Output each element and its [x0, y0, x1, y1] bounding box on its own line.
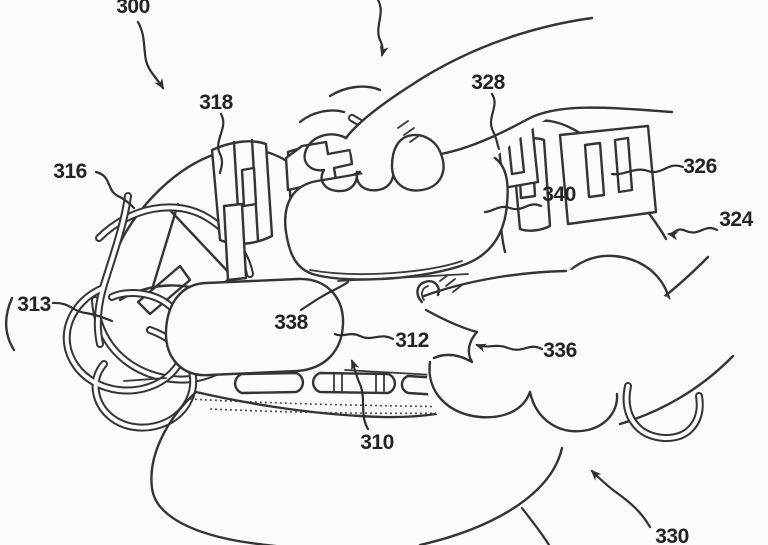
leader-340: [483, 203, 543, 214]
dome-right-contour: [418, 446, 564, 545]
leader-328: [489, 92, 501, 151]
finger-crease-3: [439, 274, 449, 282]
leader-312: [333, 332, 395, 341]
leader-336: [475, 343, 544, 353]
leader-338: [299, 280, 350, 312]
collar-right-slab: [558, 124, 658, 226]
leader-300: [136, 20, 165, 90]
hand-top-knuckle-hint-b: [328, 85, 382, 98]
hand-top-finger-1: [303, 133, 348, 172]
hand-bottom-fill: [416, 268, 734, 456]
plate-slot-a: [233, 371, 305, 395]
finger-nail-inner: [421, 285, 429, 301]
leader-310: [350, 359, 370, 431]
hand-top-crease-3: [409, 134, 421, 143]
finger-crease-1: [445, 278, 456, 287]
leader-324: [667, 226, 719, 241]
ref-label-340: 340: [542, 183, 576, 206]
leader-330: [590, 469, 652, 529]
ref-label-312: 312: [395, 329, 429, 352]
ear-pad-left-edge-arc: [5, 296, 16, 352]
plate-edge-left: [123, 377, 167, 382]
leader-318: [217, 112, 225, 175]
leader-lines: [51, 0, 719, 545]
strut-a: [166, 206, 234, 278]
ref-label-300: 300: [116, 0, 150, 18]
finger-nail: [416, 280, 440, 304]
hand-top-finger-2: [320, 168, 359, 193]
ref-label-336: 336: [543, 339, 577, 362]
cropped-arrow-top-center: [376, 0, 389, 57]
leader-326: [610, 164, 685, 176]
collar-left-slot: [240, 166, 258, 208]
hand-top-crease-1: [397, 120, 409, 129]
strut-bracket: [136, 264, 192, 316]
leader-313: [51, 301, 114, 323]
plate-slot-b: [311, 371, 397, 395]
hand-top-back-contour: [344, 16, 594, 140]
hand-top-crease-2: [403, 127, 415, 136]
ref-label-338: 338: [274, 311, 308, 334]
ref-label-328: 328: [471, 71, 505, 94]
cushion-pad-lower: [164, 277, 345, 377]
fist-bump-1: [428, 360, 532, 419]
collar-right-slot-a: [583, 141, 606, 199]
ref-label-324: 324: [719, 208, 753, 231]
dome-top-contour: [194, 390, 438, 419]
hand-top-knuckle-hint-a: [298, 109, 346, 124]
thumb-notch: [432, 330, 479, 364]
connector-collar-right: [510, 124, 658, 232]
leader-316: [94, 170, 136, 210]
finger-crease-2: [452, 284, 463, 293]
strut-b: [148, 202, 180, 298]
ref-label-313: 313: [17, 293, 51, 316]
hand-top-lower-contour: [439, 106, 674, 156]
dome-left-contour: [150, 390, 278, 545]
chassis-post-left: [222, 202, 248, 282]
cushion-pad-upper-body: [284, 150, 509, 281]
hand-top-thumb: [390, 133, 445, 192]
finger-underside: [424, 308, 479, 334]
ref-label-318: 318: [199, 91, 233, 114]
ref-label-310: 310: [360, 431, 394, 454]
pressing-hand-top: [298, 10, 674, 193]
cropped-leader-bottom-center: [520, 506, 551, 545]
fist-bump-2: [528, 390, 619, 433]
ref-label-316: 316: [53, 160, 87, 183]
reference-labels: 300 310 312 313 316 318 324 326 328 330 …: [17, 0, 754, 545]
collar-right-slot-b: [613, 136, 634, 194]
pointing-hand-bottom: [416, 268, 735, 456]
ref-label-326: 326: [683, 155, 717, 178]
cushion-pad-upper-fold: [309, 260, 463, 276]
ref-label-330: 330: [655, 525, 689, 545]
plate-dotted-b: [209, 408, 453, 415]
strap-loop: [622, 382, 704, 443]
dome-base: [150, 390, 438, 545]
